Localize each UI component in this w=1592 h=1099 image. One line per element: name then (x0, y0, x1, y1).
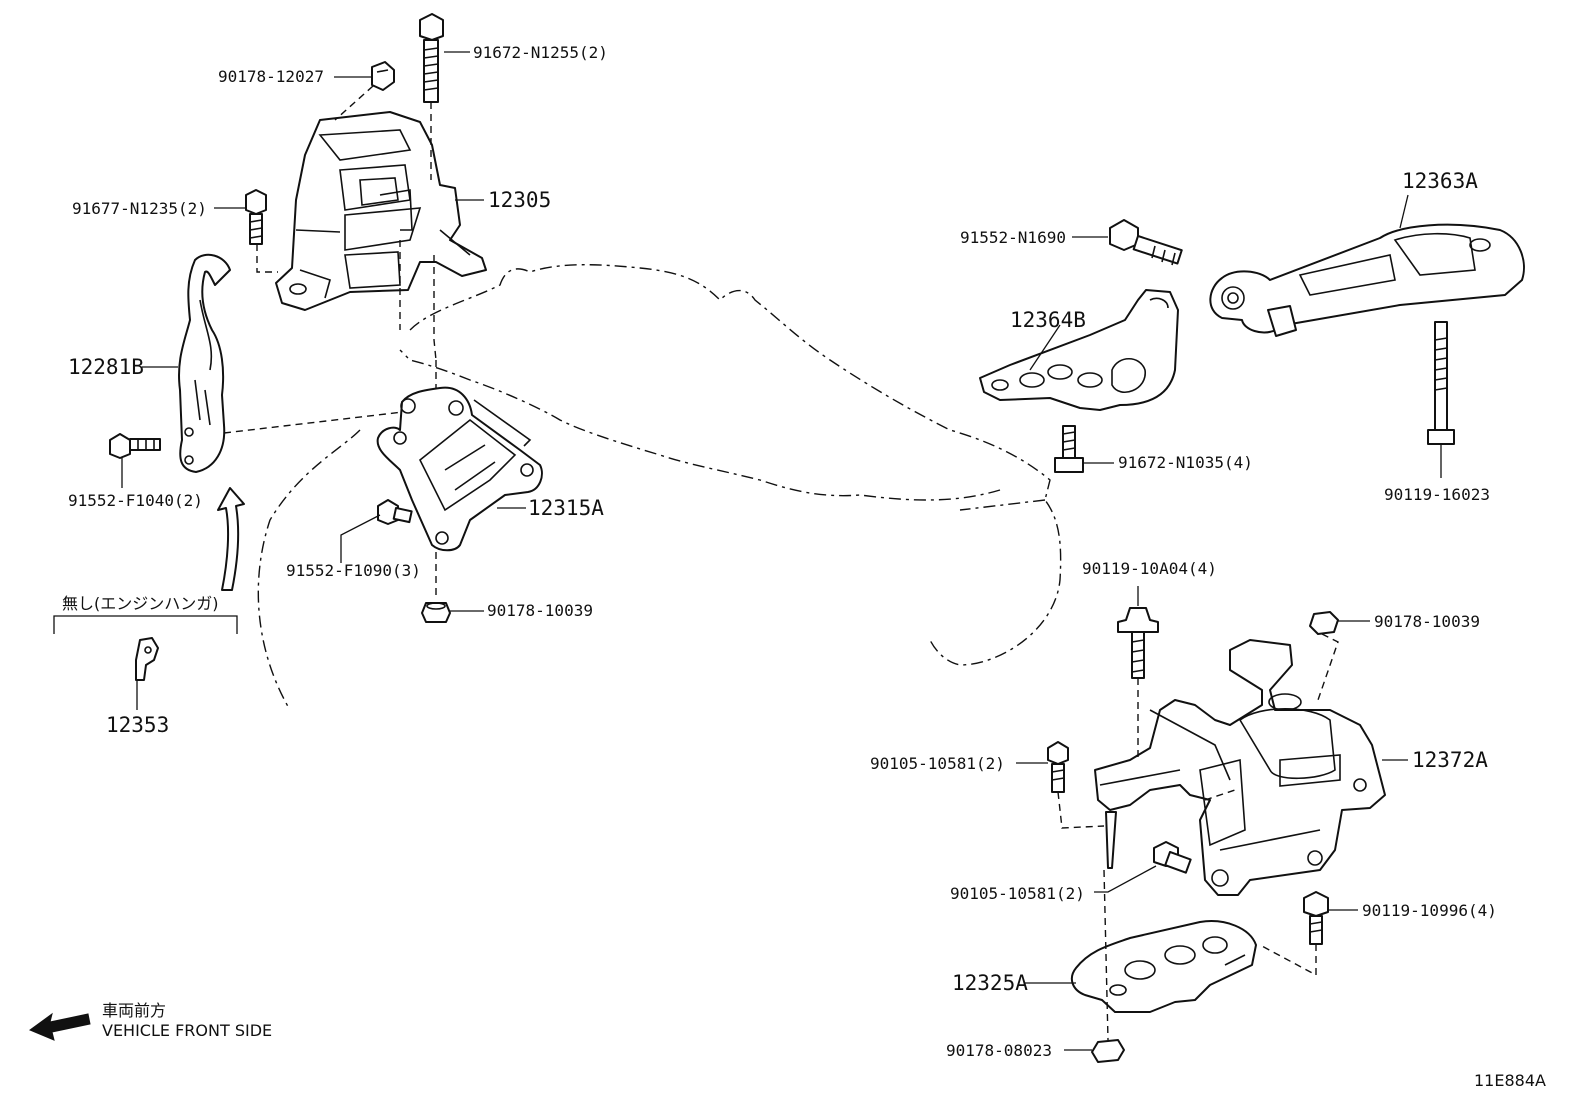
label-90105-10581-lower: 90105-10581(2) (950, 884, 1085, 903)
label-91552-F1090: 91552-F1090(3) (286, 561, 421, 580)
engine-outline (257, 264, 1062, 711)
label-90119-16023: 90119-16023 (1384, 485, 1490, 504)
note-front-jp: 車両前方 (102, 1001, 166, 1020)
bolt-91552-N1690 (1109, 219, 1183, 266)
hanger-arrow (217, 487, 245, 591)
bolt-90119-16023 (1427, 321, 1455, 445)
bolt-91677-N1235 (245, 189, 267, 245)
label-12315A: 12315A (528, 496, 604, 520)
label-12305: 12305 (488, 188, 551, 212)
nut-90178-12027 (371, 61, 395, 91)
label-91672-N1035: 91672-N1035(4) (1118, 453, 1253, 472)
nut-90178-10039-left (421, 602, 451, 623)
engine-mount-12305 (275, 111, 487, 311)
left-arrow-icon (28, 1012, 91, 1041)
label-91677-N1235: 91677-N1235(2) (72, 199, 207, 218)
bolt-91552-F1090 (377, 499, 413, 525)
label-12353: 12353 (106, 713, 169, 737)
note-front-en: VEHICLE FRONT SIDE (102, 1021, 272, 1040)
label-12363A: 12363A (1402, 169, 1478, 193)
bolt-90119-10A04 (1117, 607, 1159, 679)
bolt-90105-10581-upper (1047, 741, 1069, 793)
label-91552-N1690: 91552-N1690 (960, 228, 1066, 247)
bolt-91672-N1035 (1054, 425, 1084, 473)
label-90178-12027: 90178-12027 (218, 67, 324, 86)
note-bracket (53, 615, 238, 634)
assembly-line (256, 85, 437, 600)
label-91552-F1040: 91552-F1040(2) (68, 491, 203, 510)
label-90178-08023: 90178-08023 (946, 1041, 1052, 1060)
nut-90178-08023 (1091, 1039, 1125, 1063)
label-91672-N1255: 91672-N1255(2) (473, 43, 608, 62)
nut-90178-10039-right (1309, 611, 1339, 635)
label-90119-10996: 90119-10996(4) (1362, 901, 1497, 920)
assembly-line (1057, 633, 1339, 1041)
engine-mount-12372A (1094, 639, 1386, 896)
engine-hanger-12281B (178, 253, 231, 473)
label-12372A: 12372A (1412, 748, 1488, 772)
label-12325A: 12325A (952, 971, 1028, 995)
assembly-line (223, 409, 421, 434)
label-90105-10581-upper: 90105-10581(2) (870, 754, 1005, 773)
diagram-code: 11E884A (1474, 1071, 1546, 1090)
note-no-engine-hanger: 無し(エンジンハンガ) (62, 594, 219, 613)
plate-12325A (1070, 920, 1257, 1013)
label-90119-10A04: 90119-10A04(4) (1082, 559, 1217, 578)
label-12281B: 12281B (68, 355, 144, 379)
label-90178-10039-right: 90178-10039 (1374, 612, 1480, 631)
bolt-91672-N1255 (419, 13, 444, 103)
bracket-12315A (376, 386, 543, 552)
label-90178-10039-left: 90178-10039 (487, 601, 593, 620)
bolt-91552-F1040 (109, 433, 161, 459)
label-12364B: 12364B (1010, 308, 1086, 332)
torque-rod-12363A (1209, 223, 1525, 337)
bracket-12364B (979, 289, 1179, 411)
bolt-90119-10996 (1303, 891, 1329, 945)
hook-12353 (135, 637, 159, 681)
bolt-90105-10581-lower (1153, 841, 1192, 874)
leader-lines (121, 51, 1442, 1051)
